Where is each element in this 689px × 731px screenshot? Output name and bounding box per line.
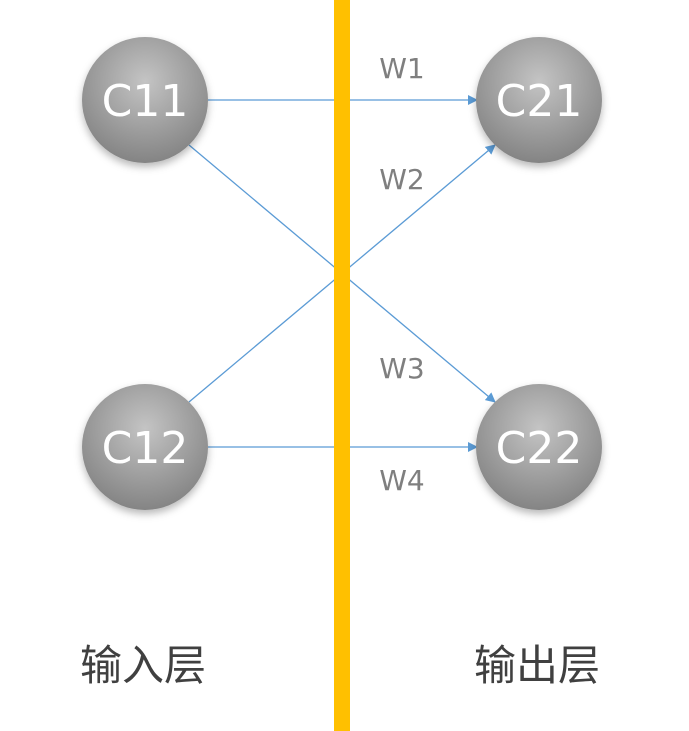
output-layer-label: 输出层 — [474, 641, 600, 690]
node-label-c22: C22 — [496, 423, 583, 474]
node-c21: C21 — [476, 37, 602, 163]
layer-divider — [334, 0, 350, 731]
weight-label-w1: W1 — [379, 52, 425, 85]
node-label-c12: C12 — [102, 423, 189, 474]
weight-label-w2: W2 — [379, 163, 425, 196]
input-layer-label: 输入层 — [80, 641, 206, 690]
weight-label-w4: W4 — [379, 464, 425, 497]
node-label-c11: C11 — [102, 76, 189, 127]
node-c12: C12 — [82, 384, 208, 510]
node-label-c21: C21 — [496, 76, 583, 127]
weight-label-w3: W3 — [379, 352, 425, 385]
node-c22: C22 — [476, 384, 602, 510]
node-c11: C11 — [82, 37, 208, 163]
